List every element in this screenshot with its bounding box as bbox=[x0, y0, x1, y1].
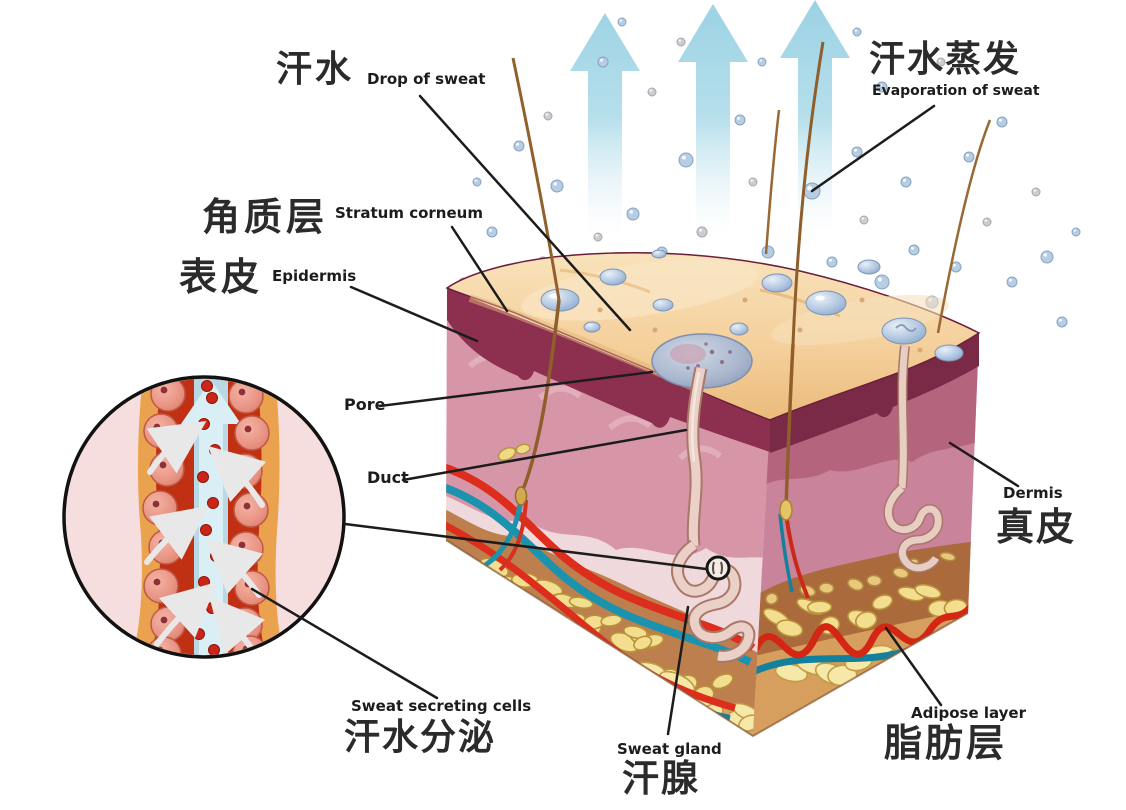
stratum-corneum-edge-right bbox=[770, 333, 979, 453]
block-bottom-outline bbox=[445, 539, 969, 738]
label-adipose-zh: 脂肪层 bbox=[884, 721, 1008, 765]
sweat-duct-right bbox=[883, 345, 944, 573]
hair-strands bbox=[497, 41, 992, 521]
label-stratum-corneum-en: Stratum corneum bbox=[335, 204, 483, 222]
gland-zoom-marker bbox=[705, 555, 731, 581]
label-stratum-corneum-zh: 角质层 bbox=[202, 195, 329, 239]
leader-stratum-corneum bbox=[450, 225, 509, 313]
leader-epidermis bbox=[349, 285, 479, 343]
label-pore: Pore bbox=[344, 395, 386, 414]
surface-droplets bbox=[540, 249, 964, 389]
label-epidermis-zh: 表皮 bbox=[179, 255, 264, 299]
label-dermis-en: Dermis bbox=[1003, 484, 1063, 502]
leader-adipose bbox=[884, 626, 943, 707]
label-evaporation-zh: 汗水蒸发 bbox=[869, 39, 1022, 80]
label-evaporation-en: Evaporation of sweat bbox=[872, 83, 1040, 99]
label-secreting-cells-zh: 汗水分泌 bbox=[344, 717, 497, 758]
label-sweat-gland-en: Sweat gland bbox=[617, 740, 722, 758]
leader-duct bbox=[401, 428, 688, 482]
leader-dermis bbox=[948, 441, 1020, 488]
leader-lines bbox=[250, 94, 1020, 736]
leader-drop-of-sweat bbox=[418, 94, 632, 332]
label-secreting-cells-en: Sweat secreting cells bbox=[351, 697, 532, 715]
label-drop-of-sweat-zh: 汗水 bbox=[276, 49, 355, 90]
label-epidermis-en: Epidermis bbox=[272, 267, 357, 285]
leader-sweat-gland bbox=[666, 605, 690, 736]
label-dermis-zh: 真皮 bbox=[996, 505, 1077, 549]
label-sweat-gland-zh: 汗腺 bbox=[622, 757, 700, 800]
leader-pore bbox=[378, 370, 654, 408]
pore-droplet bbox=[651, 333, 753, 389]
leader-secreting-cells bbox=[250, 587, 439, 700]
leader-evaporation bbox=[810, 104, 936, 193]
label-duct: Duct bbox=[367, 468, 409, 487]
label-drop-of-sweat-en: Drop of sweat bbox=[367, 70, 486, 88]
sweat-duct-inset bbox=[62, 375, 346, 659]
secretion-flow-arrows bbox=[144, 421, 267, 655]
leader-inset-to-gland bbox=[343, 522, 708, 571]
evaporation-arrows bbox=[570, 0, 850, 232]
sweat-duct bbox=[686, 366, 708, 547]
label-adipose-en: Adipose layer bbox=[911, 704, 1027, 722]
sweat-gland-coil bbox=[671, 539, 756, 663]
